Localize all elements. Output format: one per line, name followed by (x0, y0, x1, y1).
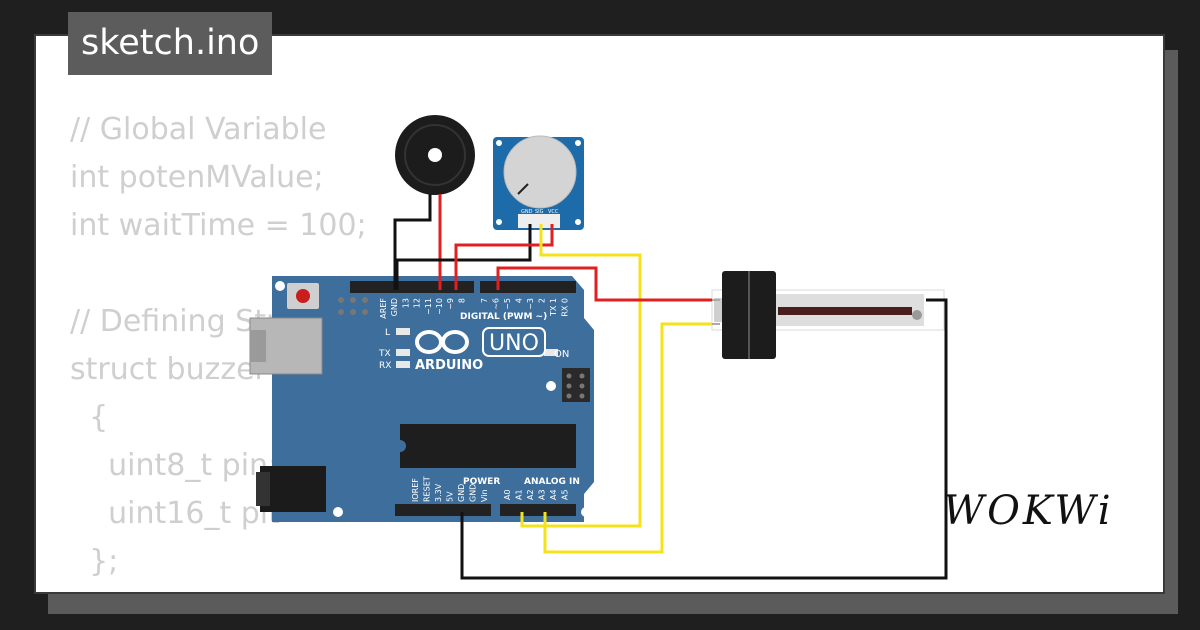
pin-label: A4 (549, 489, 558, 500)
atmega-chip-icon (400, 424, 576, 468)
pot-pin-sig: SIG (535, 209, 544, 215)
pin-label: GND (390, 298, 399, 316)
pin-label: 3.3V (434, 483, 443, 502)
pin-label: 2 (538, 298, 547, 303)
pin-label: ~9 (446, 298, 455, 310)
pin-label: RX 0 (561, 298, 570, 317)
slide-potentiometer-icon[interactable] (711, 271, 945, 359)
code-line: // Global Variable (70, 112, 327, 147)
pin-label: GND (469, 484, 478, 502)
pin-label: ~10 (435, 298, 444, 315)
pin-label: TX 1 (549, 298, 558, 317)
wire-buzzer-gnd (393, 194, 432, 290)
pin-label: 13 (401, 298, 410, 308)
pin-label: ~3 (526, 298, 535, 310)
code-line: int potenMValue; (70, 160, 324, 195)
on-led-label: ON (554, 349, 569, 360)
wokwi-logo: WOKWi (943, 488, 1114, 534)
pin-label: GND (457, 484, 466, 502)
pin-label: IOREF (411, 478, 420, 502)
pot-pin-vcc: VCC (548, 209, 559, 215)
wire-slide-vcc (496, 266, 712, 302)
pot-pin-gnd: GND (521, 209, 533, 215)
pin-label: AREF (379, 298, 388, 319)
power-header-label: POWER (463, 477, 500, 487)
pin-label: ~11 (424, 298, 433, 315)
code-line: }; (70, 544, 119, 579)
code-line: int waitTime = 100; (70, 208, 367, 243)
pin-label: 5V (446, 491, 455, 502)
pin-label: A2 (526, 489, 535, 500)
arduino-uno-board[interactable]: UNO ARDUINO DIGITAL (PWM ~) POWER ANALOG… (249, 276, 594, 522)
code-preview: // Global Variable int potenMValue; int … (70, 106, 367, 586)
wires (393, 194, 948, 580)
pin-label: A0 (503, 489, 512, 500)
board-brand: ARDUINO (415, 358, 483, 373)
reset-button-icon[interactable] (287, 283, 319, 309)
pin-label: 12 (413, 298, 422, 308)
analog-header-label: ANALOG IN (524, 477, 580, 487)
pin-label: A1 (515, 489, 524, 500)
wire-slide-gnd (460, 298, 948, 580)
power-jack-icon (256, 466, 326, 512)
pin-label: 7 (480, 298, 489, 303)
code-line: { (70, 400, 109, 435)
board-model: UNO (489, 331, 539, 356)
pin-label: A3 (538, 489, 547, 500)
rotary-potentiometer-icon[interactable]: GND SIG VCC (493, 135, 584, 230)
pin-label: 8 (457, 298, 466, 303)
wire-pot-gnd (395, 224, 532, 290)
pin-label: ~6 (492, 298, 501, 310)
pin-label: ~5 (503, 298, 512, 310)
buzzer-icon[interactable] (395, 115, 475, 195)
tx-led-label: TX (378, 349, 391, 359)
pin-label: A5 (561, 489, 570, 500)
file-name-tag: sketch.ino (68, 12, 273, 75)
pin-label: RESET (423, 476, 432, 502)
arduino-logo-icon (415, 330, 469, 354)
wire-slide-sig (543, 322, 712, 554)
wire-pot-vcc (454, 224, 554, 290)
pin-label: Vin (480, 489, 489, 502)
preview-card: // Global Variable int potenMValue; int … (34, 34, 1165, 594)
digital-header-label: DIGITAL (PWM ~) (460, 312, 547, 322)
l-led-label: L (385, 328, 390, 338)
pin-label: 4 (515, 298, 524, 303)
wire-pot-sig (520, 224, 642, 528)
rx-led-label: RX (379, 361, 391, 371)
